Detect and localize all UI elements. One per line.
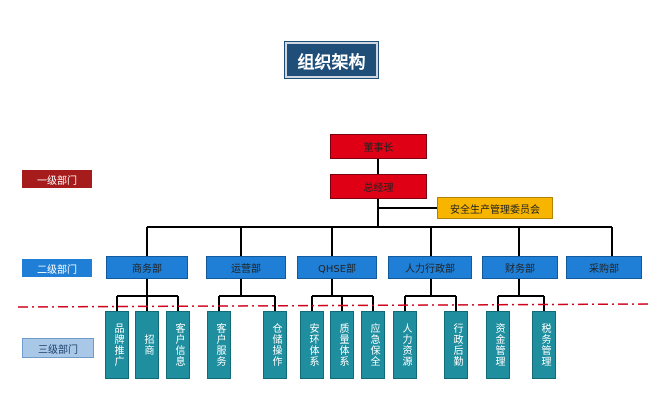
subunit-safety-env: 安环体系 — [300, 311, 324, 379]
page-title: 组织架构 — [285, 42, 378, 78]
general-manager-box: 总经理 — [330, 174, 427, 199]
dept-finance: 财务部 — [482, 256, 558, 279]
subunit-customer-service: 客户服务 — [207, 311, 231, 379]
subunit-admin-logistics: 行政后勤 — [444, 311, 468, 379]
subunit-tax: 税务管理 — [532, 311, 556, 379]
subunit-brand-promotion: 品牌推广 — [105, 311, 129, 379]
subunit-customer-info: 客户信息 — [166, 311, 190, 379]
level-1-label: 一级部门 — [22, 170, 92, 188]
subunit-investment: 招商 — [135, 311, 159, 379]
subunit-quality: 质量体系 — [330, 311, 354, 379]
level-2-label: 二级部门 — [22, 259, 92, 277]
level-3-label: 三级部门 — [22, 338, 94, 358]
subunit-warehouse-ops: 仓储操作 — [263, 311, 287, 379]
safety-committee-box: 安全生产管理委员会 — [437, 197, 553, 219]
subunit-hr: 人力资源 — [393, 311, 417, 379]
dept-hr-admin: 人力行政部 — [388, 256, 472, 279]
dept-operations: 运营部 — [206, 256, 286, 279]
chairman-box: 董事长 — [330, 134, 427, 159]
dept-qhse: QHSE部 — [297, 256, 377, 279]
dept-procurement: 采购部 — [566, 256, 642, 279]
dept-commerce: 商务部 — [106, 256, 188, 279]
subunit-treasury: 资金管理 — [486, 311, 510, 379]
subunit-emergency: 应急保全 — [361, 311, 385, 379]
